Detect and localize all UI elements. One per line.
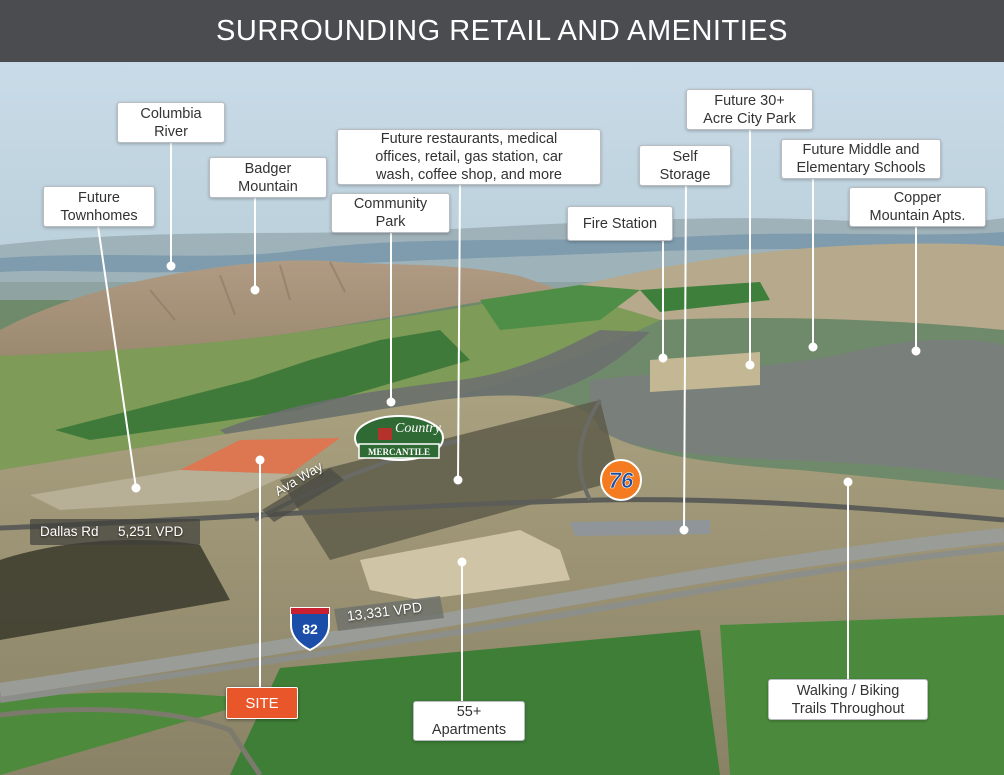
interstate-number: 82 — [302, 621, 318, 637]
columbia-river — [0, 232, 1004, 273]
callout-fire-station: Fire Station — [567, 206, 673, 241]
interstate-82 — [0, 528, 1004, 697]
commercial-pad — [280, 400, 620, 560]
callout-future-restaurants: Future restaurants, medical offices, ret… — [337, 129, 601, 185]
callout-columbia-river: Columbia River — [117, 102, 225, 143]
frontage-road — [0, 707, 263, 775]
callout-55-apartments: 55+ Apartments — [413, 701, 525, 741]
storage-buildings — [570, 520, 710, 536]
green-field-2 — [640, 282, 770, 312]
i82-label-bg — [334, 596, 444, 631]
country-mercantile-logo — [354, 415, 444, 461]
page-title: SURROUNDING RETAIL AND AMENITIES — [216, 14, 788, 47]
dallas-label-bg — [30, 519, 200, 545]
interstate-82-shield — [290, 607, 330, 652]
callout-self-storage: Self Storage — [639, 145, 731, 186]
connector-road — [577, 398, 602, 501]
city-park-site — [650, 352, 760, 392]
burned-field — [0, 540, 230, 640]
page-header: SURROUNDING RETAIL AND AMENITIES — [0, 0, 1004, 62]
orchard — [55, 330, 470, 440]
green-field — [480, 285, 640, 330]
callout-future-townhomes: Future Townhomes — [43, 186, 155, 227]
callout-badger-mountain: Badger Mountain — [209, 157, 327, 198]
interstate-82-eb — [0, 545, 1004, 703]
badger-mountain — [0, 260, 560, 356]
mountain-ridges — [149, 261, 346, 321]
gas-brand-text: 76 — [609, 468, 634, 493]
dallas-vpd-label: 5,251 VPD — [118, 524, 184, 539]
callout-schools: Future Middle and Elementary Schools — [781, 139, 941, 179]
leader-lines — [97, 128, 921, 702]
mercantile-logo-top: Country — [395, 421, 442, 436]
site-label: SITE — [226, 687, 298, 719]
ava-way-label-bg — [262, 468, 344, 522]
callout-city-park: Future 30+ Acre City Park — [686, 89, 813, 130]
callout-trails: Walking / Biking Trails Throughout — [768, 679, 928, 720]
mercantile-logo-bottom: MERCANTILE — [368, 447, 430, 457]
callout-community-park: Community Park — [331, 193, 450, 233]
townhome-lots — [30, 470, 290, 510]
gas-station-76-logo — [600, 459, 642, 501]
neighborhood-north — [220, 330, 650, 445]
bottom-field-left — [0, 692, 260, 775]
dallas-road-label: Dallas Rd — [40, 524, 99, 539]
callout-copper-mountain: Copper Mountain Apts. — [849, 187, 986, 227]
